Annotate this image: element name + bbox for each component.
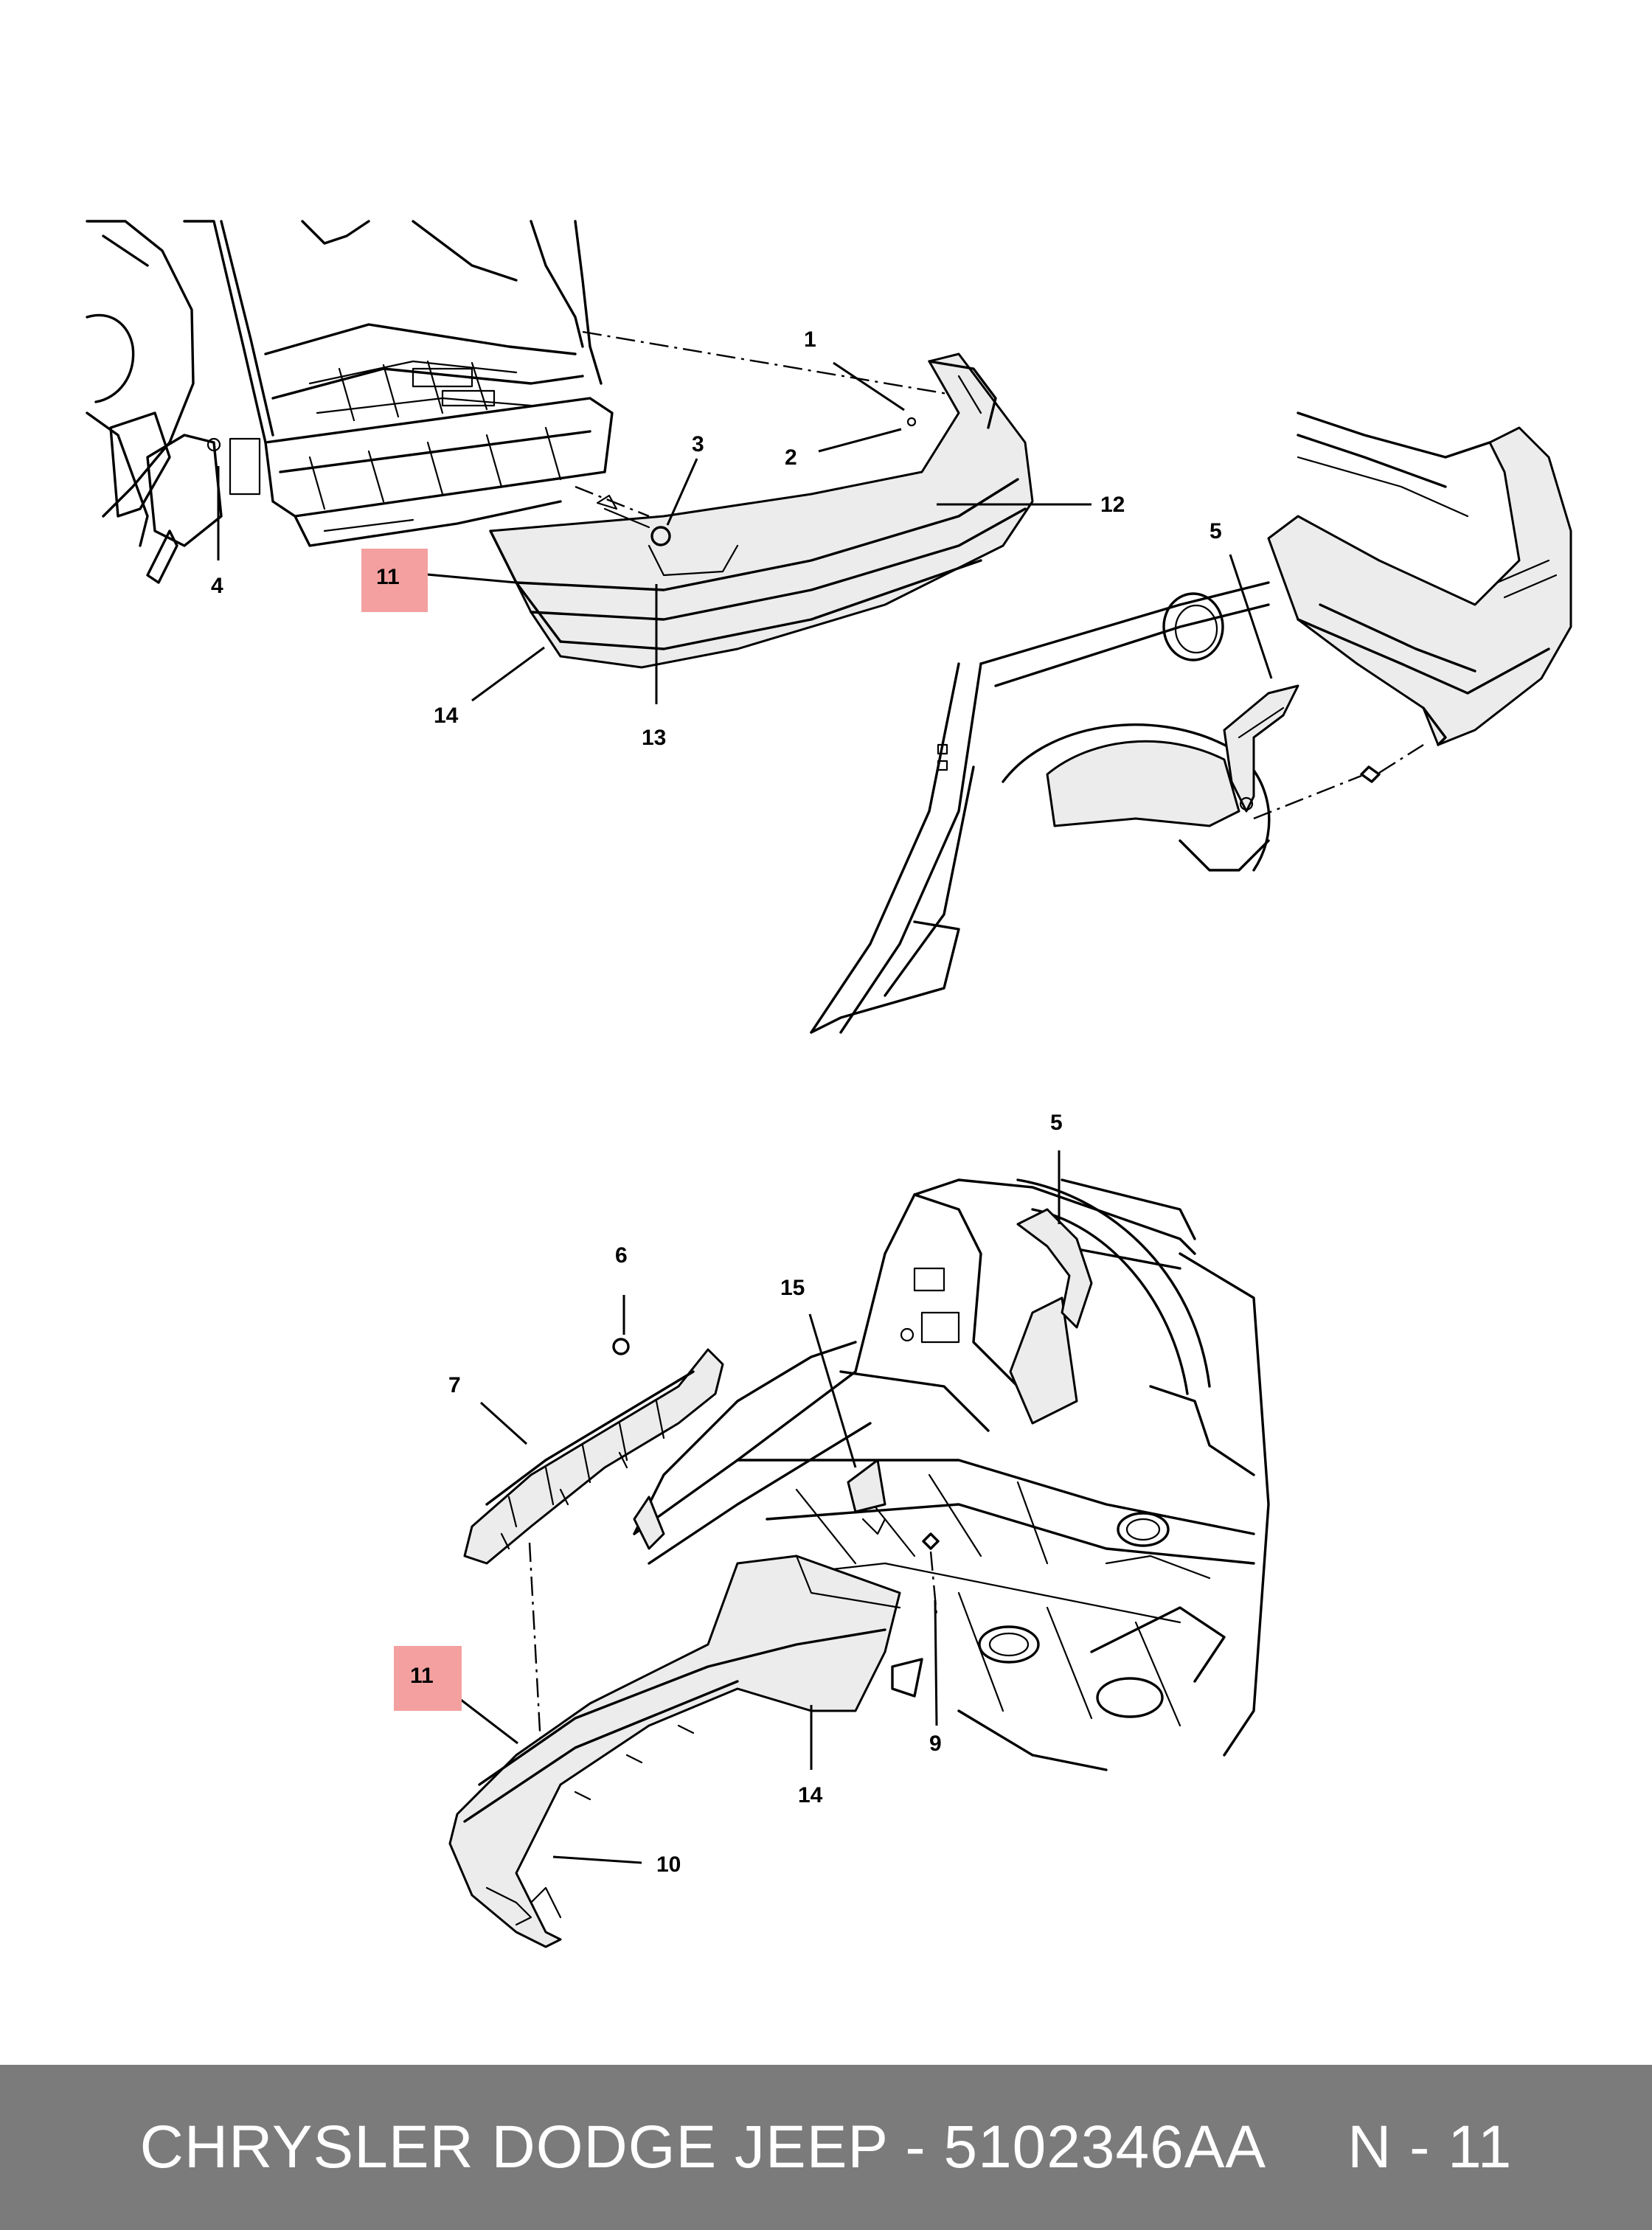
callout-10: 10: [656, 1852, 681, 1877]
callout-15: 15: [780, 1276, 805, 1300]
callout-5-bottom: 5: [1050, 1111, 1063, 1135]
quarter-panel-illustration: [810, 411, 1572, 1034]
rear-body-illustration: [86, 220, 614, 584]
energy-absorber-part-7: [463, 1338, 724, 1565]
underbody-illustration: [633, 1178, 1270, 1771]
clip-part-3: [596, 494, 671, 546]
callout-14-bottom: 14: [798, 1783, 823, 1807]
callout-4: 4: [211, 574, 223, 598]
callout-7: 7: [448, 1373, 461, 1397]
callout-6: 6: [615, 1243, 628, 1268]
rear-bumper-fascia-top: [489, 352, 1034, 669]
callout-labels: 1 2 3 4 11 12 13 14 5 5 6 7 15 9 11 14 1…: [211, 327, 1222, 1877]
callout-14-top: 14: [434, 704, 459, 728]
footer-brand-part-number: CHRYSLER DODGE JEEP - 5102346AA: [139, 2113, 1267, 2181]
callout-3: 3: [692, 432, 704, 456]
alignment-line-bottom: [528, 1542, 544, 1785]
callout-11-bottom: 11: [410, 1664, 434, 1688]
callout-1: 1: [804, 327, 816, 352]
callout-12: 12: [1100, 493, 1125, 517]
rear-bumper-fascia-bottom: [448, 1555, 923, 1948]
footer-page-ref: N - 11: [1347, 2113, 1513, 2181]
callout-13: 13: [642, 726, 666, 750]
highlight-box-bottom: [394, 1646, 462, 1711]
highlight-box-top: [361, 549, 428, 612]
callout-11-top: 11: [376, 565, 400, 589]
leader-lines: [217, 361, 1273, 1864]
footer-bar: CHRYSLER DODGE JEEP - 5102346AA N - 11: [0, 2065, 1652, 2230]
alignment-line-top: [582, 330, 974, 400]
callout-9: 9: [929, 1731, 942, 1756]
parts-diagram: 1 2 3 4 11 12 13 14 5 5 6 7 15 9 11 14 1…: [86, 220, 1572, 1948]
callout-2: 2: [785, 445, 797, 470]
footer-caption: CHRYSLER DODGE JEEP - 5102346AA N - 11: [140, 2113, 1513, 2182]
callout-5-top: 5: [1210, 519, 1222, 543]
